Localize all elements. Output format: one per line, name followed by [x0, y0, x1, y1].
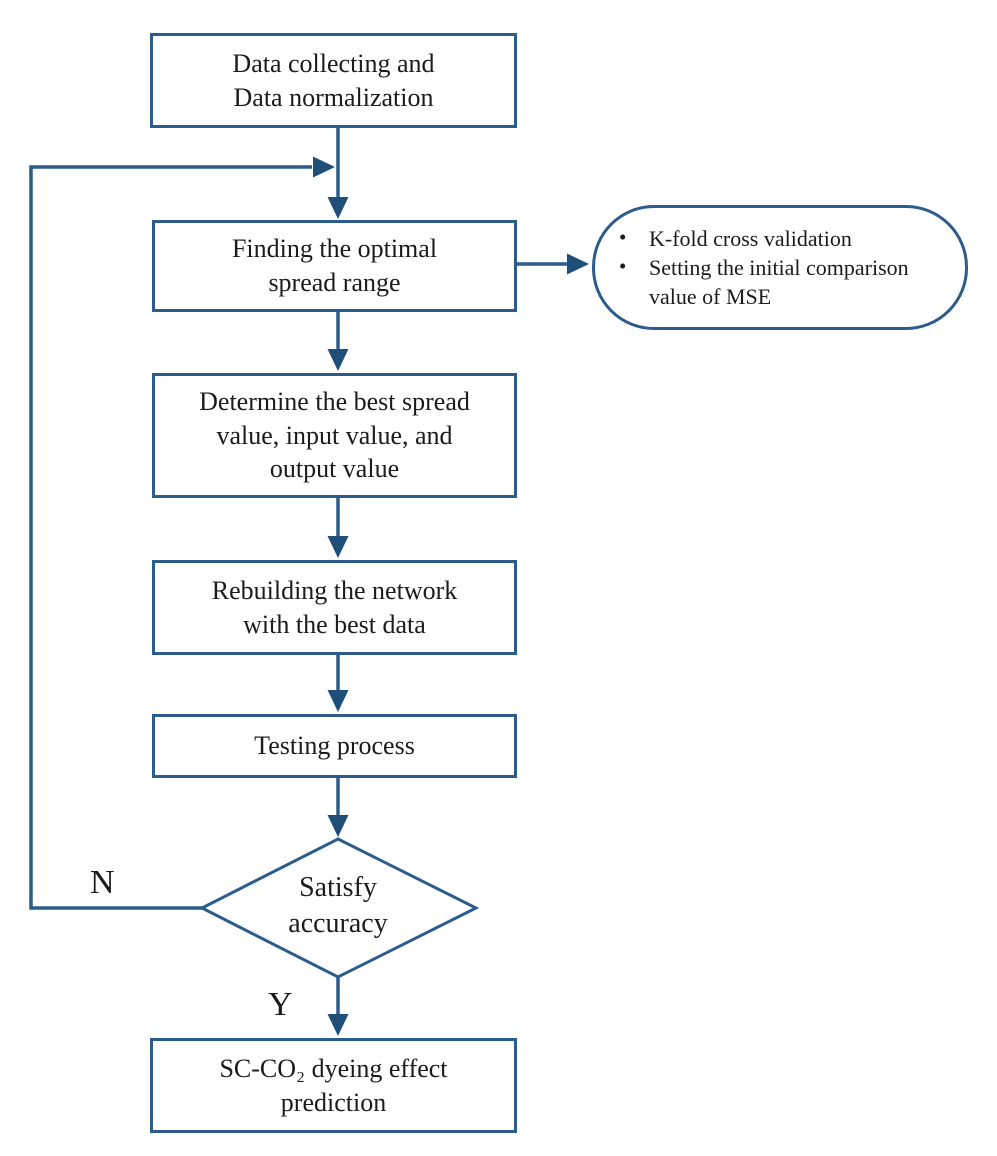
- bullet-icon: •: [619, 253, 627, 278]
- node-determine-best-values: Determine the best spread value, input v…: [152, 373, 517, 498]
- arrowhead-into-rebuild: [327, 536, 349, 558]
- node-finding-spread-range: Finding the optimal spread range: [152, 220, 517, 312]
- node-testing-process: Testing process: [152, 714, 517, 778]
- node-rebuild-network: Rebuilding the network with the best dat…: [152, 560, 517, 655]
- arrowhead-into-determine: [327, 349, 349, 371]
- node-data-collecting: Data collecting and Data normalization: [150, 33, 517, 128]
- arrowhead-feedback-junction: [313, 156, 335, 178]
- note-item: • K-fold cross validation: [619, 224, 949, 253]
- note-item-text: K-fold cross validation: [649, 225, 852, 251]
- note-item-text: Setting the initial comparison value of …: [649, 254, 909, 310]
- branch-label-no: N: [90, 864, 115, 901]
- arrowhead-into-testing: [327, 690, 349, 712]
- bullet-icon: •: [619, 224, 627, 249]
- feedback-loop-no-path: [29, 165, 312, 910]
- decision-satisfy-accuracy-label: Satisfy accuracy: [288, 872, 388, 940]
- arrowhead-into-note: [567, 253, 589, 275]
- arrowhead-into-spread: [327, 197, 349, 219]
- branch-label-yes: Y: [268, 986, 293, 1023]
- note-item: • Setting the initial comparison value o…: [619, 253, 949, 311]
- arrowhead-into-decision: [327, 815, 349, 837]
- arrowhead-into-predict: [327, 1014, 349, 1036]
- node-dyeing-effect-prediction: SC-CO₂ dyeing effect prediction: [150, 1038, 517, 1133]
- note-bubble-kfold: • K-fold cross validation • Setting the …: [592, 205, 968, 330]
